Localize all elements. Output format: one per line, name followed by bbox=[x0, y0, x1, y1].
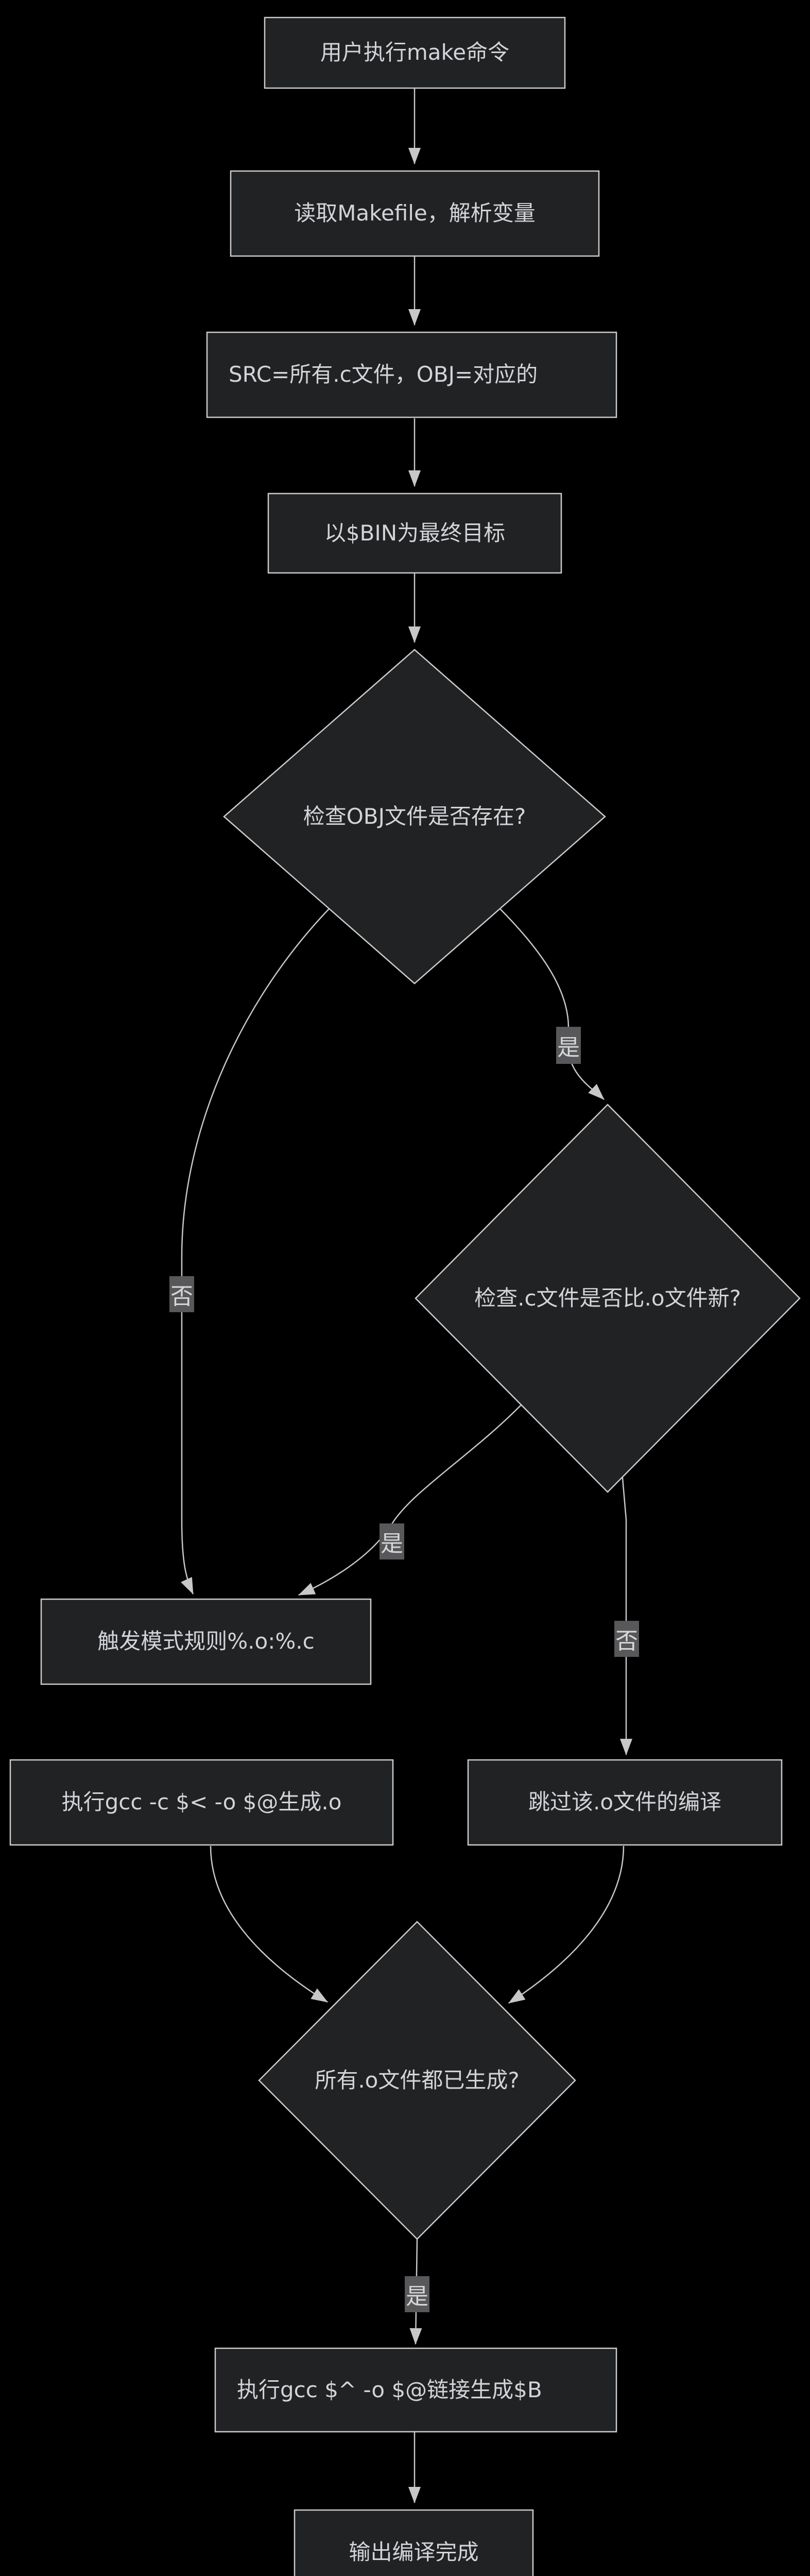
node-link-shape bbox=[214, 2347, 617, 2433]
edge-skip-checkall bbox=[508, 1845, 625, 2004]
node-read-label: 读取Makefile，解析变量 bbox=[294, 200, 536, 226]
edge-label-yes-check-all: 是 bbox=[405, 2276, 429, 2312]
edge-checknewer-no-skip bbox=[620, 1471, 632, 1755]
node-read-shape bbox=[230, 170, 600, 257]
node-check-all-shape bbox=[258, 1921, 576, 2240]
edge-checkobj-yes-checknewer bbox=[499, 908, 605, 1100]
node-done-label: 输出编译完成 bbox=[349, 2539, 479, 2565]
edge-label-yes-check-newer: 是 bbox=[380, 1523, 404, 1560]
node-done-shape bbox=[294, 2509, 534, 2576]
node-vars-label: SRC=所有.c文件，OBJ=对应的 bbox=[229, 362, 538, 387]
node-vars-shape bbox=[206, 331, 617, 418]
node-skip-shape bbox=[467, 1759, 783, 1846]
edge-label-no-check-newer: 否 bbox=[614, 1621, 639, 1657]
edge-checkobj-no-rule bbox=[181, 908, 330, 1595]
edge-label-yes-check-obj: 是 bbox=[556, 1027, 581, 1064]
node-check-obj-label: 检查OBJ文件是否存在? bbox=[303, 803, 526, 829]
node-check-newer-label: 检查.c文件是否比.o文件新? bbox=[474, 1285, 741, 1311]
node-check-all-label: 所有.o文件都已生成? bbox=[315, 2067, 520, 2093]
node-start-shape bbox=[264, 16, 566, 89]
node-target-label: 以$BIN为最终目标 bbox=[324, 520, 506, 546]
node-rule-label: 触发模式规则%.o:%.c bbox=[97, 1629, 315, 1654]
node-compile-label: 执行gcc -c $< -o $@生成.o bbox=[61, 1789, 342, 1815]
node-start-label: 用户执行make命令 bbox=[320, 40, 510, 65]
node-check-newer-shape bbox=[415, 1104, 801, 1493]
edge-checknewer-yes-rule bbox=[298, 1404, 522, 1596]
edge-label-no-check-obj: 否 bbox=[169, 1276, 194, 1312]
node-link-label: 执行gcc $^ -o $@链接生成$B bbox=[237, 2377, 542, 2402]
node-target-shape bbox=[267, 493, 562, 574]
node-rule-shape bbox=[40, 1598, 372, 1685]
edge-compile-checkall bbox=[210, 1845, 328, 2003]
node-check-obj-shape bbox=[223, 649, 606, 985]
node-skip-label: 跳过该.o文件的编译 bbox=[528, 1789, 722, 1815]
node-compile-shape bbox=[9, 1759, 394, 1846]
